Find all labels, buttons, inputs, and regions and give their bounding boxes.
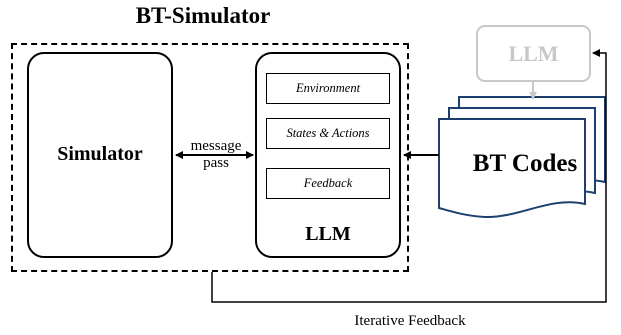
environment-block: Environment (266, 73, 390, 104)
diagram-title: BT-Simulator (135, 3, 271, 28)
simulator-label: Simulator (57, 143, 143, 165)
message-label: message (190, 138, 242, 154)
iterative-feedback-label: Iterative Feedback (354, 313, 466, 329)
feedback-block: Feedback (266, 168, 390, 199)
message-pass-label: message pass (176, 138, 256, 172)
bt-codes-stack (438, 96, 606, 219)
llm-label: LLM (305, 223, 351, 245)
states-actions-block: States & Actions (266, 118, 390, 149)
external-llm-box: LLM (476, 25, 591, 82)
pass-label: pass (203, 155, 229, 171)
bt-codes-label: BT Codes (472, 150, 578, 177)
simulator-box (27, 52, 173, 258)
iterative-feedback-loop (211, 49, 607, 303)
bt-doc-front (438, 118, 586, 219)
bt-simulator-frame (11, 43, 409, 272)
